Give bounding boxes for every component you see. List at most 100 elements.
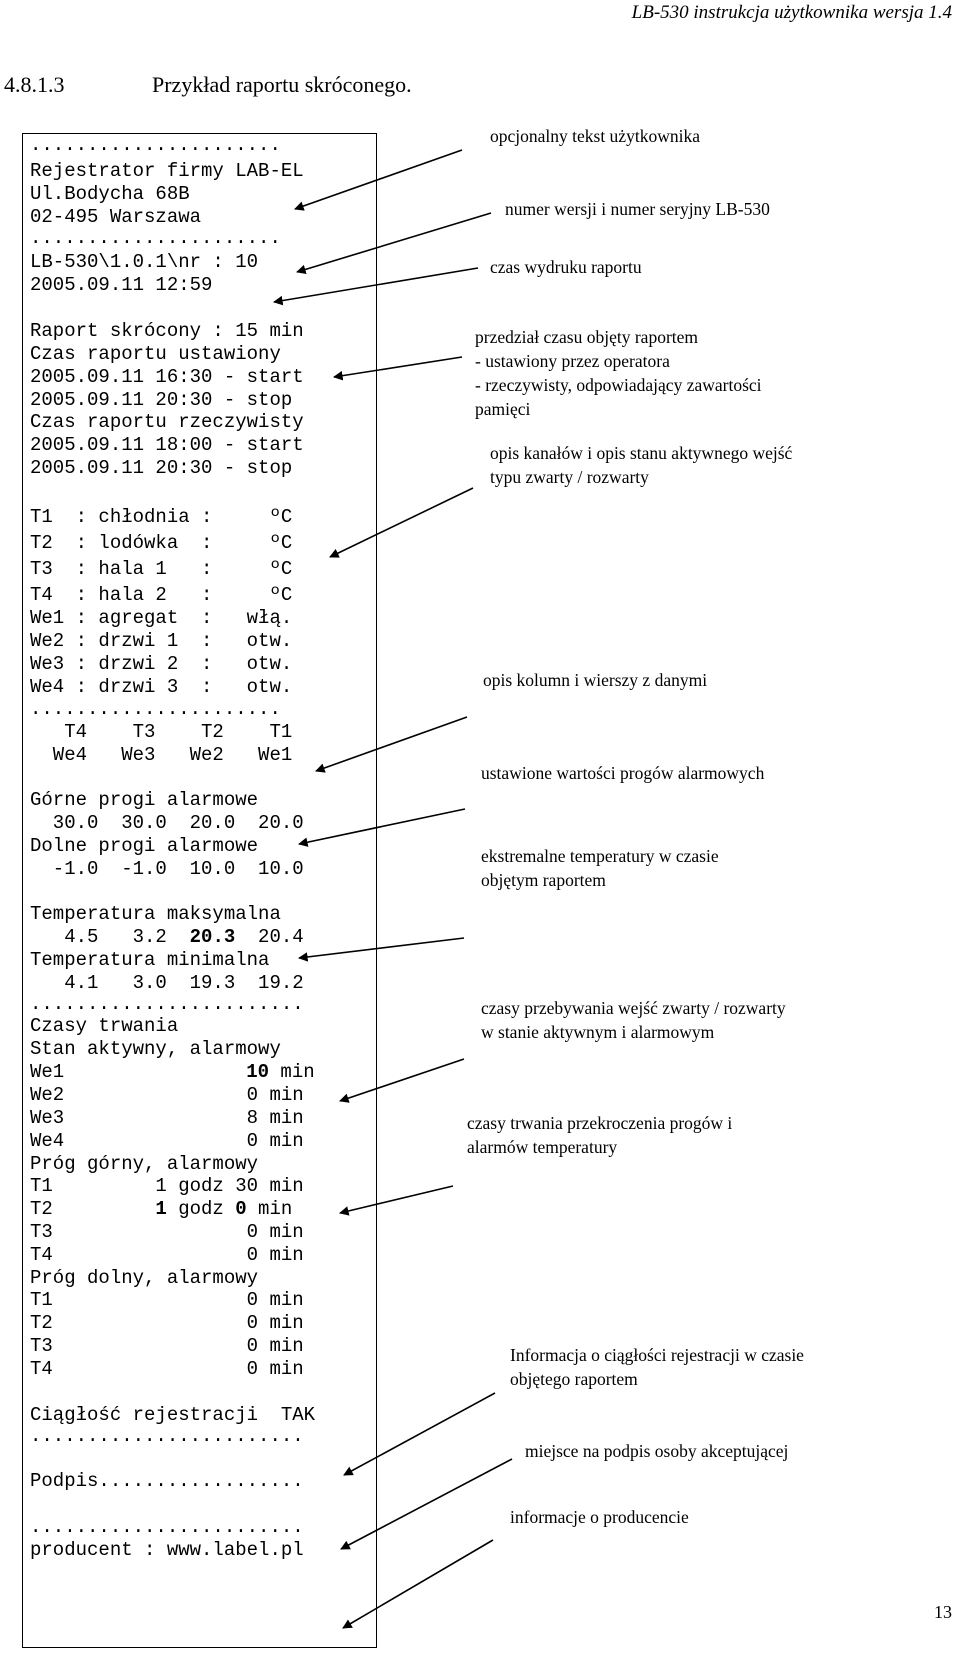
receipt-line: T2 : lodówka : ºC — [30, 532, 293, 554]
receipt-line: T3 0 min — [30, 1335, 304, 1357]
receipt-line: T1 : chłodnia : ºC — [30, 506, 293, 528]
receipt-line: 2005.09.11 16:30 - start — [30, 366, 304, 388]
note-producer: informacje o producencie — [510, 1507, 689, 1527]
receipt-line: Próg górny, alarmowy — [30, 1153, 259, 1175]
receipt-line: T1 0 min — [30, 1289, 304, 1311]
receipt-line: 02-495 Warszawa — [30, 206, 202, 228]
note-threshold-times: alarmów temperatury — [467, 1137, 618, 1157]
receipt-line: -1.0 -1.0 10.0 10.0 — [30, 858, 304, 880]
note-threshold-times: czasy trwania przekroczenia progów i — [467, 1113, 733, 1133]
receipt-line: Ul.Bodycha 68B — [30, 183, 190, 205]
note-extreme-temps: objętym raportem — [481, 870, 606, 890]
receipt-line: ........................ — [30, 993, 304, 1015]
receipt-bold-value: 10 — [246, 1061, 270, 1083]
report-printout-frame — [22, 133, 377, 1648]
receipt-line: Stan aktywny, alarmowy — [30, 1038, 281, 1060]
receipt-fragment: min — [269, 1061, 315, 1083]
receipt-bold-value: 0 — [235, 1198, 247, 1220]
receipt-fragment: godz — [166, 1198, 236, 1220]
receipt-line: Górne progi alarmowe — [30, 789, 259, 811]
note-time-range: pamięci — [475, 399, 531, 419]
section-number: 4.8.1.3 — [4, 72, 65, 97]
receipt-line: We4 : drzwi 3 : otw. — [30, 676, 293, 698]
receipt-bold-value: 20.3 — [189, 926, 236, 948]
note-alarm-thresholds: ustawione wartości progów alarmowych — [481, 763, 765, 783]
receipt-line: T3 0 min — [30, 1221, 304, 1243]
receipt-line: 30.0 30.0 20.0 20.0 — [30, 812, 304, 834]
receipt-line: T4 0 min — [30, 1244, 304, 1266]
note-extreme-temps: ekstremalne temperatury w czasie — [481, 846, 719, 866]
receipt-fragment: 20.4 — [235, 926, 304, 948]
note-time-range: przedział czasu objęty raportem — [475, 327, 699, 347]
receipt-line: T1 1 godz 30 min — [30, 1175, 304, 1197]
arrow-time-range — [333, 356, 463, 381]
receipt-line: T4 T3 T2 T1 — [30, 721, 293, 743]
receipt-line: We4 We3 We2 We1 — [30, 744, 293, 766]
receipt-line: Czas raportu rzeczywisty — [30, 411, 304, 433]
page-number: 13 — [934, 1602, 952, 1622]
receipt-line: producent : www.label.pl — [30, 1539, 304, 1561]
note-time-range: - ustawiony przez operatora — [475, 351, 670, 371]
receipt-line: We3 : drzwi 2 : otw. — [30, 653, 293, 675]
receipt-line: Rejestrator firmy LAB-EL — [30, 160, 304, 182]
arrow-signature — [340, 1458, 513, 1550]
receipt-line: Ciągłość rejestracji TAK — [30, 1404, 316, 1426]
receipt-line: Czas raportu ustawiony — [30, 343, 281, 365]
receipt-line: ...................... — [30, 134, 281, 156]
note-time-range: - rzeczywisty, odpowiadający zawartości — [475, 375, 762, 395]
receipt-line: We2 0 min — [30, 1084, 304, 1106]
receipt-line: We4 0 min — [30, 1130, 304, 1152]
receipt-line: 2005.09.11 12:59 — [30, 274, 213, 296]
receipt-line: T3 : hala 1 : ºC — [30, 558, 293, 580]
note-channels: opis kanałów i opis stanu aktywnego wejś… — [490, 443, 793, 463]
section-title: Przykład raportu skróconego. — [152, 72, 412, 97]
receipt-line: Czasy trwania — [30, 1015, 179, 1037]
note-signature: miejsce na podpis osoby akceptującej — [525, 1441, 789, 1461]
note-version-serial: numer wersji i numer seryjny LB-530 — [505, 199, 770, 219]
receipt-line: LB-530\1.0.1\nr : 10 — [30, 251, 259, 273]
receipt-line: 4.5 3.2 20.3 20.4 — [30, 925, 304, 949]
receipt-line: We1 : agregat : włą. — [30, 607, 293, 629]
note-print-time: czas wydruku raportu — [490, 257, 642, 277]
receipt-bold-value: 1 — [155, 1198, 167, 1220]
receipt-line: Temperatura maksymalna — [30, 903, 281, 925]
note-input-times: w stanie aktywnym i alarmowym — [481, 1022, 715, 1042]
arrow-extreme-temps — [298, 937, 465, 962]
receipt-line: Próg dolny, alarmowy — [30, 1267, 259, 1289]
arrow-columns-rows — [315, 716, 468, 773]
receipt-line: We1 10 min — [30, 1060, 315, 1084]
arrow-producer — [342, 1539, 494, 1629]
note-continuity: Informacja o ciągłości rejestracji w cza… — [510, 1345, 804, 1365]
receipt-fragment: We1 — [30, 1061, 65, 1083]
receipt-line: 4.1 3.0 19.3 19.2 — [30, 972, 304, 994]
arrow-user-text — [294, 149, 463, 211]
arrow-input-times — [339, 1058, 465, 1103]
receipt-line: We3 8 min — [30, 1107, 304, 1129]
receipt-line: Raport skrócony : 15 min — [30, 320, 304, 342]
receipt-line: ...................... — [30, 698, 281, 720]
receipt-fragment: T2 — [30, 1198, 156, 1220]
note-user-text: opcjonalny tekst użytkownika — [490, 126, 700, 146]
receipt-line: Dolne progi alarmowe — [30, 835, 259, 857]
arrow-channels — [329, 487, 474, 558]
receipt-line: Temperatura minimalna — [30, 949, 270, 971]
receipt-line: 2005.09.11 20:30 - stop — [30, 457, 293, 479]
receipt-line: T2 0 min — [30, 1312, 304, 1334]
note-input-times: czasy przebywania wejść zwarty / rozwart… — [481, 998, 786, 1018]
note-continuity: objętego raportem — [510, 1369, 638, 1389]
receipt-line: ........................ — [30, 1516, 304, 1538]
receipt-line: We2 : drzwi 1 : otw. — [30, 630, 293, 652]
receipt-line: T4 : hala 2 : ºC — [30, 584, 293, 606]
note-columns-rows: opis kolumn i wierszy z danymi — [483, 670, 708, 690]
receipt-line: 2005.09.11 18:00 - start — [30, 434, 304, 456]
page-header: LB-530 instrukcja użytkownika wersja 1.4 — [631, 2, 952, 23]
arrow-alarm-thresholds — [298, 808, 466, 847]
section-heading: 4.8.1.3 Przykład raportu skróconego. — [4, 72, 412, 98]
arrow-print-time — [273, 267, 479, 306]
arrow-version-serial — [296, 212, 492, 275]
arrow-continuity — [343, 1392, 496, 1476]
receipt-fragment: 4.5 3.2 — [30, 926, 190, 948]
receipt-fragment: min — [246, 1198, 293, 1220]
arrow-threshold-times — [339, 1185, 454, 1216]
